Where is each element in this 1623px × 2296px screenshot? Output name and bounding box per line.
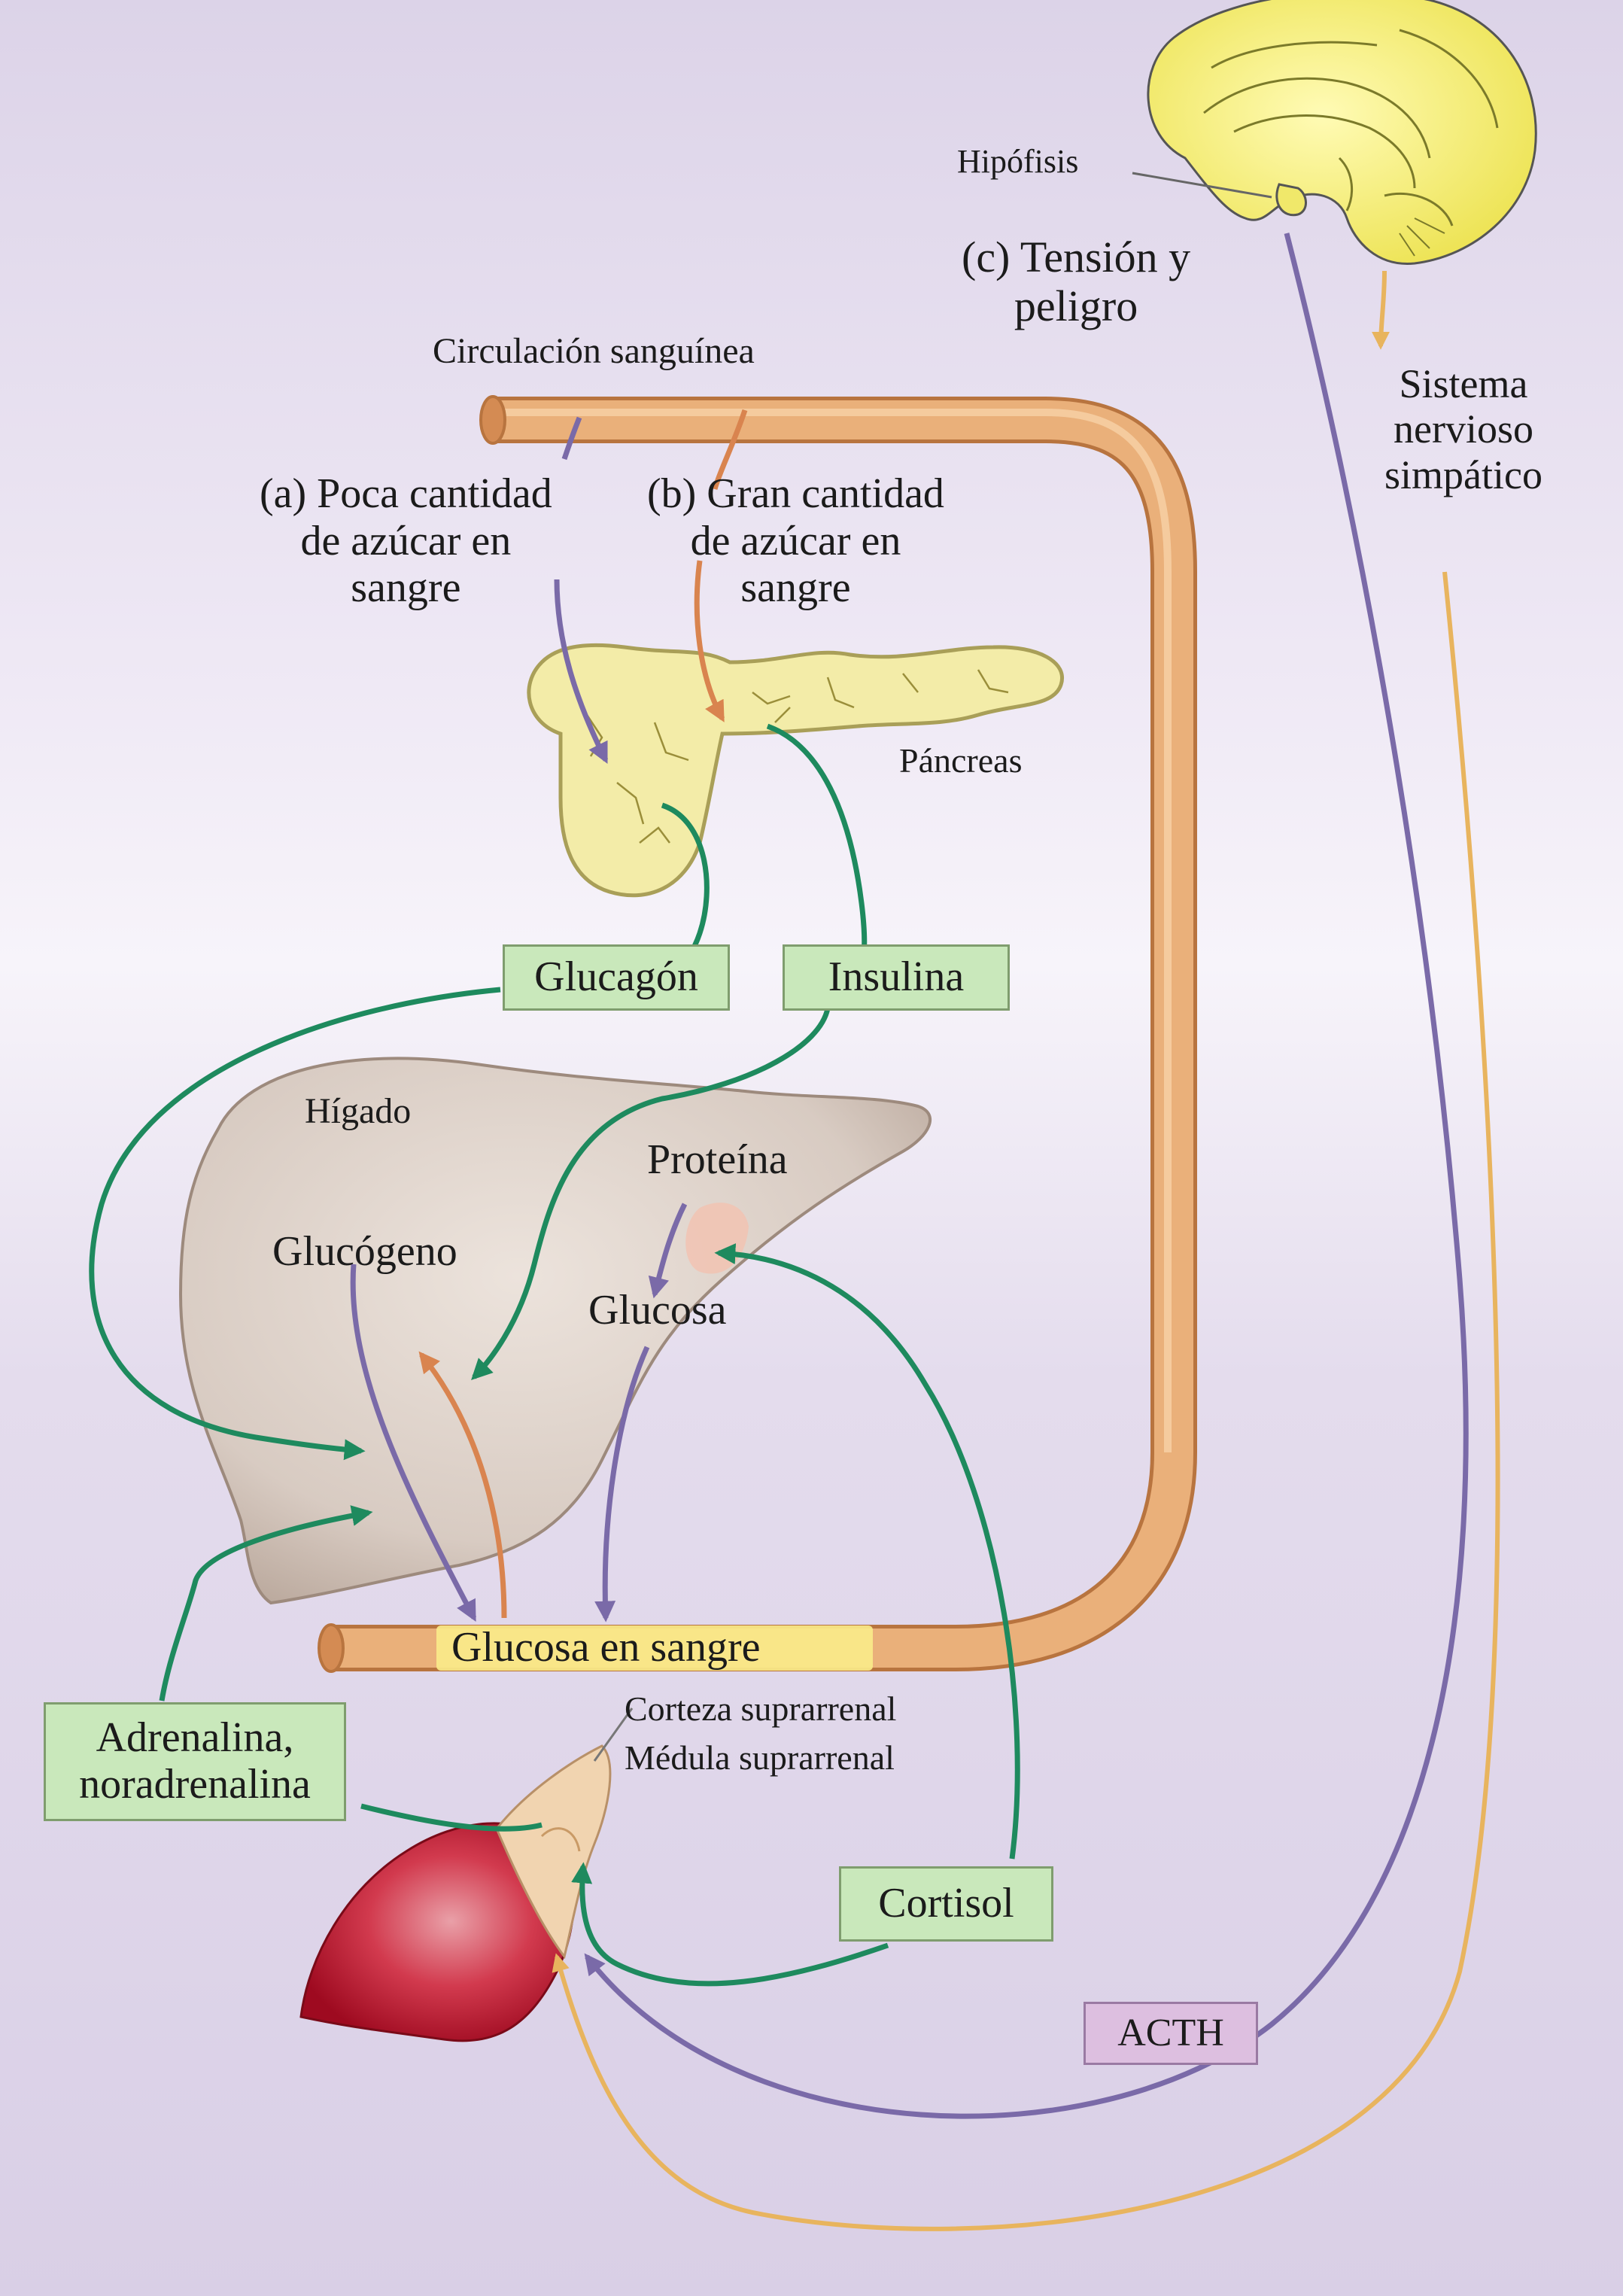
sistema-label: Sistema nervioso simpático — [1384, 361, 1542, 497]
adrenalina-box: Adrenalina, noradrenalina — [44, 1702, 346, 1821]
acth-box: ACTH — [1084, 2002, 1258, 2065]
glucosa-sangre-label: Glucosa en sangre — [451, 1624, 761, 1671]
corteza-label: Corteza suprarrenal — [625, 1689, 896, 1729]
liver — [181, 1058, 930, 1603]
proteina-label: Proteína — [647, 1136, 788, 1184]
medula-label: Médula suprarrenal — [625, 1738, 895, 1777]
brain — [1148, 0, 1536, 263]
insulina-box: Insulina — [783, 944, 1010, 1011]
glucosa-label: Glucosa — [588, 1287, 727, 1334]
poca-label: (a) Poca cantidad de azúcar en sangre — [260, 470, 552, 612]
pancreas-label: Páncreas — [899, 741, 1022, 780]
tension-label: (c) Tensión y peligro — [962, 233, 1190, 331]
cortisol-box: Cortisol — [839, 1866, 1053, 1942]
higado-label: Hígado — [305, 1091, 411, 1132]
hipofisis-label: Hipófisis — [957, 143, 1078, 180]
circulacion-label: Circulación sanguínea — [433, 331, 755, 372]
glucagon-box: Glucagón — [503, 944, 730, 1011]
glucogeno-label: Glucógeno — [272, 1228, 457, 1276]
gran-label: (b) Gran cantidad de azúcar en sangre — [647, 470, 944, 612]
